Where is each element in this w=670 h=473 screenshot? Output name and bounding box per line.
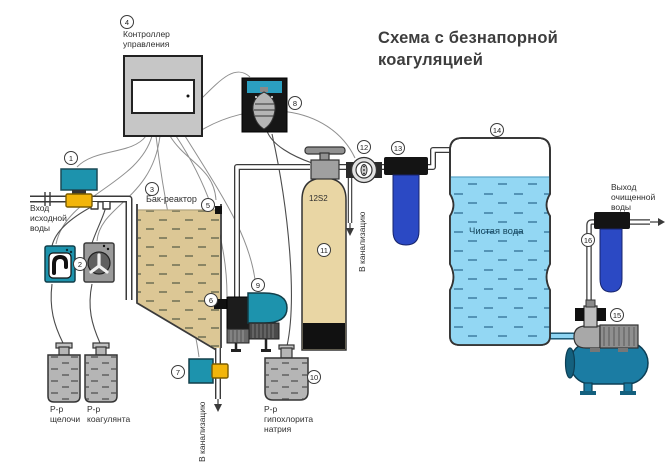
badge-15: 15 (610, 308, 624, 322)
inlet-flange (44, 192, 51, 206)
outlet-water-label: Выход очищенной воды (611, 182, 656, 213)
diagram-title: Схема с безнапорной коагуляцией (378, 29, 558, 70)
dosing-pump-coagulant (83, 242, 115, 283)
filter-head (594, 212, 630, 229)
valve-body (65, 193, 93, 208)
cartridge-filter-1 (384, 157, 428, 246)
pump-base (226, 328, 250, 344)
dosing-pump-alkali (44, 245, 76, 283)
tube-pump-a-to-pipe (51, 205, 94, 247)
pump-rotor (89, 253, 109, 274)
tube-coagulant-to-pump (89, 283, 101, 344)
controller-label: Контроллер управления (123, 29, 170, 50)
tube-alkali-to-pump (50, 283, 64, 344)
pipe-pump-to-column-inner (235, 165, 310, 298)
column-model-label: 12S2 (309, 194, 328, 203)
cone-drain-arrow (214, 404, 222, 412)
badge-9: 9 (251, 278, 265, 292)
pump-head (247, 292, 288, 324)
cable-to-inlet-valve (76, 135, 147, 168)
pipe-filter-to-tank-inner (427, 148, 451, 169)
badge-14: 14 (490, 123, 504, 137)
clean-water-label: Чистая вода (469, 226, 524, 237)
transfer-pump (214, 292, 288, 352)
badge-6: 6 (204, 293, 218, 307)
flow-arrows (214, 218, 665, 412)
valve-coil (60, 168, 98, 191)
badge-2: 2 (73, 257, 87, 271)
drain-valve-body (211, 363, 229, 379)
column-valve (304, 146, 346, 180)
badge-10: 10 (307, 370, 321, 384)
pump-inlet-block (226, 296, 250, 330)
sewer-label-flush: В канализацию (357, 211, 367, 272)
badge-7: 7 (171, 365, 185, 379)
filter-head (384, 157, 428, 175)
tank-outlet-fitting (214, 299, 230, 309)
filter-bowl (392, 174, 420, 246)
reactor-walls (136, 204, 222, 352)
badge-11: 11 (317, 243, 331, 257)
pipe-pump-to-column-outer (234, 164, 310, 298)
tube-doser-to-pipe (266, 130, 313, 164)
controller (123, 55, 203, 137)
tube-hypo-bottle-to-doser (271, 133, 292, 347)
hypochlorite-label: Р-р гипохлорита натрия (264, 404, 314, 435)
hypochlorite-bottle (264, 344, 309, 401)
booster-station (564, 299, 649, 395)
badge-3: 3 (145, 182, 159, 196)
tank-water-dashes (450, 177, 550, 345)
pump-casing (573, 325, 601, 349)
doser-nub (260, 87, 268, 92)
reactor-tank (136, 204, 222, 352)
cartridge-filter-2 (594, 212, 630, 293)
pipe-filter-to-tank-outer (427, 147, 451, 170)
flush-drain-arrow (346, 228, 354, 236)
cable-to-level-sensor (169, 135, 217, 201)
badge-5: 5 (201, 198, 215, 212)
cable-to-hypo-doser (201, 71, 251, 99)
valve-stem (72, 190, 86, 195)
tube-pump-b-to-pipe (91, 205, 107, 244)
pipe-inlet-inner (30, 197, 131, 300)
sludge-drain-valve (188, 358, 229, 384)
controller-display (131, 79, 195, 114)
reactor-tank-label: Бак-реактор (146, 194, 197, 204)
tank-shell-outline (449, 137, 551, 346)
filter-bowl (599, 228, 623, 293)
drain-actuator (188, 358, 214, 384)
pipe-station-riser-inner (587, 220, 596, 306)
clean-water-tank (449, 137, 551, 346)
controller-led (186, 94, 190, 98)
badge-13: 13 (391, 141, 405, 155)
pump-head-tube (52, 254, 68, 275)
alkali-bottle (47, 342, 81, 403)
flush-valve (346, 156, 382, 184)
outlet-arrow (658, 218, 665, 226)
coagulant-label: Р-р коагулянта (87, 404, 131, 425)
pipes (30, 147, 650, 399)
column-base (303, 323, 345, 349)
badge-16: 16 (581, 233, 595, 247)
badge-4: 4 (120, 15, 134, 29)
contact-column (301, 177, 347, 351)
valve-bonnet (310, 159, 340, 180)
tank-flange (564, 347, 576, 379)
reactor-liquid-dashes (138, 210, 220, 350)
badge-12: 12 (357, 140, 371, 154)
injection-nubs (90, 202, 111, 210)
alkali-label: Р-р щелочи (50, 404, 81, 425)
pressure-switch-body (583, 305, 598, 328)
badge-8: 8 (288, 96, 302, 110)
coagulant-bottle (84, 342, 118, 403)
badge-1: 1 (64, 151, 78, 165)
sewer-label-drain: В канализацию (197, 401, 207, 462)
hypochlorite-doser (241, 77, 288, 133)
inlet-water-label: Вход исходной воды (30, 203, 67, 234)
level-sensor (215, 206, 222, 214)
inlet-solenoid-valve (60, 168, 98, 208)
